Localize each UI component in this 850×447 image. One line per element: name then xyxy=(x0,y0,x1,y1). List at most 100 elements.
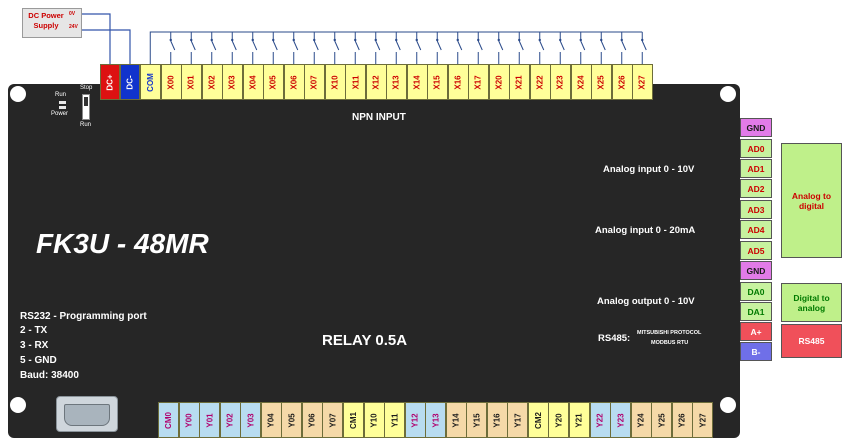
input-switch-blade xyxy=(457,40,463,51)
input-switch-contact xyxy=(497,38,500,42)
right-terminal-ad3: AD3 xyxy=(740,200,772,219)
input-switch-contact xyxy=(395,38,398,42)
input-switch-blade xyxy=(231,40,237,51)
output-terminal-y13: Y13 xyxy=(425,402,447,438)
power-supply-box xyxy=(22,8,82,38)
input-switch-contact xyxy=(169,38,172,42)
input-switch-contact xyxy=(559,38,562,42)
output-terminal-y26: Y26 xyxy=(671,402,693,438)
input-terminal-x05: X05 xyxy=(263,64,284,100)
run-led xyxy=(59,101,66,104)
power-wire-minus xyxy=(82,29,131,64)
power-wire-plus xyxy=(82,13,111,64)
input-switch-blade xyxy=(621,40,627,51)
db9-connector[interactable] xyxy=(56,396,118,432)
output-terminal-y20: Y20 xyxy=(548,402,570,438)
input-switch-contact xyxy=(210,38,213,42)
input-switch-blade xyxy=(600,40,606,51)
output-terminal-y21: Y21 xyxy=(569,402,591,438)
input-terminal-x07: X07 xyxy=(304,64,325,100)
input-terminal-x13: X13 xyxy=(386,64,407,100)
input-terminal-label: X20 xyxy=(494,74,504,90)
input-terminal-x14: X14 xyxy=(406,64,428,100)
input-switch-blade xyxy=(539,40,545,51)
output-terminal-y07: Y07 xyxy=(322,402,344,438)
run-led-label: Run xyxy=(55,92,67,98)
output-terminal-label: Y05 xyxy=(287,412,297,428)
output-terminal-label: Y17 xyxy=(513,412,523,428)
input-switch-contact xyxy=(231,38,234,42)
output-terminal-y03: Y03 xyxy=(240,402,262,438)
input-terminal-label: X01 xyxy=(186,74,196,90)
output-terminal-label: Y00 xyxy=(184,412,194,428)
rs232-baud: Baud: 38400 xyxy=(20,370,79,381)
output-terminal-label: Y11 xyxy=(390,413,400,427)
rs232-title: RS232 - Programming port xyxy=(20,311,147,322)
input-switch-contact xyxy=(600,38,603,42)
input-terminal-x24: X24 xyxy=(570,64,592,100)
rs485-box: RS485 xyxy=(781,324,842,358)
input-switch-blade xyxy=(190,40,196,51)
input-terminal-label: X26 xyxy=(617,74,627,90)
output-terminal-y04: Y04 xyxy=(260,402,282,438)
analog-output-label: Analog output 0 - 10V xyxy=(597,296,695,307)
output-terminal-label: Y15 xyxy=(472,412,482,428)
input-terminal-label: X12 xyxy=(371,74,381,90)
input-switch-blade xyxy=(416,40,422,51)
input-switch-contact xyxy=(333,38,336,42)
input-terminal-x02: X02 xyxy=(201,64,223,100)
input-switch-blade xyxy=(272,40,278,51)
input-terminal-x17: X17 xyxy=(468,64,489,100)
input-switch-blade xyxy=(580,40,586,51)
dc-plus-terminal: DC+ xyxy=(100,64,120,100)
input-terminal-x22: X22 xyxy=(529,64,551,100)
input-switch-blade xyxy=(211,40,217,51)
input-terminal-x26: X26 xyxy=(611,64,633,100)
input-terminal-label: X24 xyxy=(576,74,586,90)
input-switch-blade xyxy=(498,40,504,51)
input-terminal-x20: X20 xyxy=(488,64,510,100)
right-terminal-bminus: B- xyxy=(740,342,772,361)
input-terminal-label: X25 xyxy=(596,74,606,90)
analog-to-digital-box: Analog to digital xyxy=(781,143,842,258)
output-terminal-y10: Y10 xyxy=(363,402,385,438)
digital-to-analog-label: Digital to analog xyxy=(793,292,830,313)
input-switch-contact xyxy=(538,38,541,42)
output-terminal-label: Y07 xyxy=(328,412,338,428)
input-terminal-label: X10 xyxy=(330,74,340,90)
input-switch-contact xyxy=(251,38,254,42)
right-terminal-da1: DA1 xyxy=(740,302,772,321)
input-terminal-label: X00 xyxy=(166,74,176,90)
switch-knob xyxy=(84,97,88,106)
right-terminal-ad2: AD2 xyxy=(740,179,772,198)
output-terminal-label: Y13 xyxy=(431,412,441,428)
output-terminal-label: Y27 xyxy=(698,412,708,428)
input-terminal-x01: X01 xyxy=(181,64,202,100)
output-terminal-label: Y02 xyxy=(225,412,235,428)
output-terminal-label: Y22 xyxy=(595,412,605,428)
input-switch-contact xyxy=(190,38,193,42)
input-switch-contact xyxy=(374,38,377,42)
right-terminal-ad0: AD0 xyxy=(740,139,772,158)
output-terminal-y12: Y12 xyxy=(404,402,426,438)
input-switch-blade xyxy=(641,40,647,51)
input-switch-contact xyxy=(579,38,582,42)
power-supply-0v-label: 0V xyxy=(69,11,76,17)
input-switch-contact xyxy=(292,38,295,42)
input-terminal-label: X13 xyxy=(391,74,401,90)
input-switch-contact xyxy=(620,38,623,42)
stop-label: Stop xyxy=(80,85,93,91)
analog-to-digital-label: Analog to digital xyxy=(791,190,832,211)
input-terminal-label: X16 xyxy=(453,74,463,90)
input-terminal-x23: X23 xyxy=(550,64,571,100)
input-terminal-label: X04 xyxy=(248,74,258,90)
run-stop-switch[interactable] xyxy=(82,94,90,120)
input-switch-blade xyxy=(477,40,483,51)
output-terminal-label: Y01 xyxy=(205,412,215,428)
input-switch-contact xyxy=(436,38,439,42)
output-terminal-y15: Y15 xyxy=(466,402,488,438)
mounting-hole xyxy=(720,86,736,102)
output-terminal-label: Y14 xyxy=(451,412,461,428)
right-terminal-aplus: A+ xyxy=(740,322,772,341)
output-terminal-label: Y03 xyxy=(246,412,256,428)
